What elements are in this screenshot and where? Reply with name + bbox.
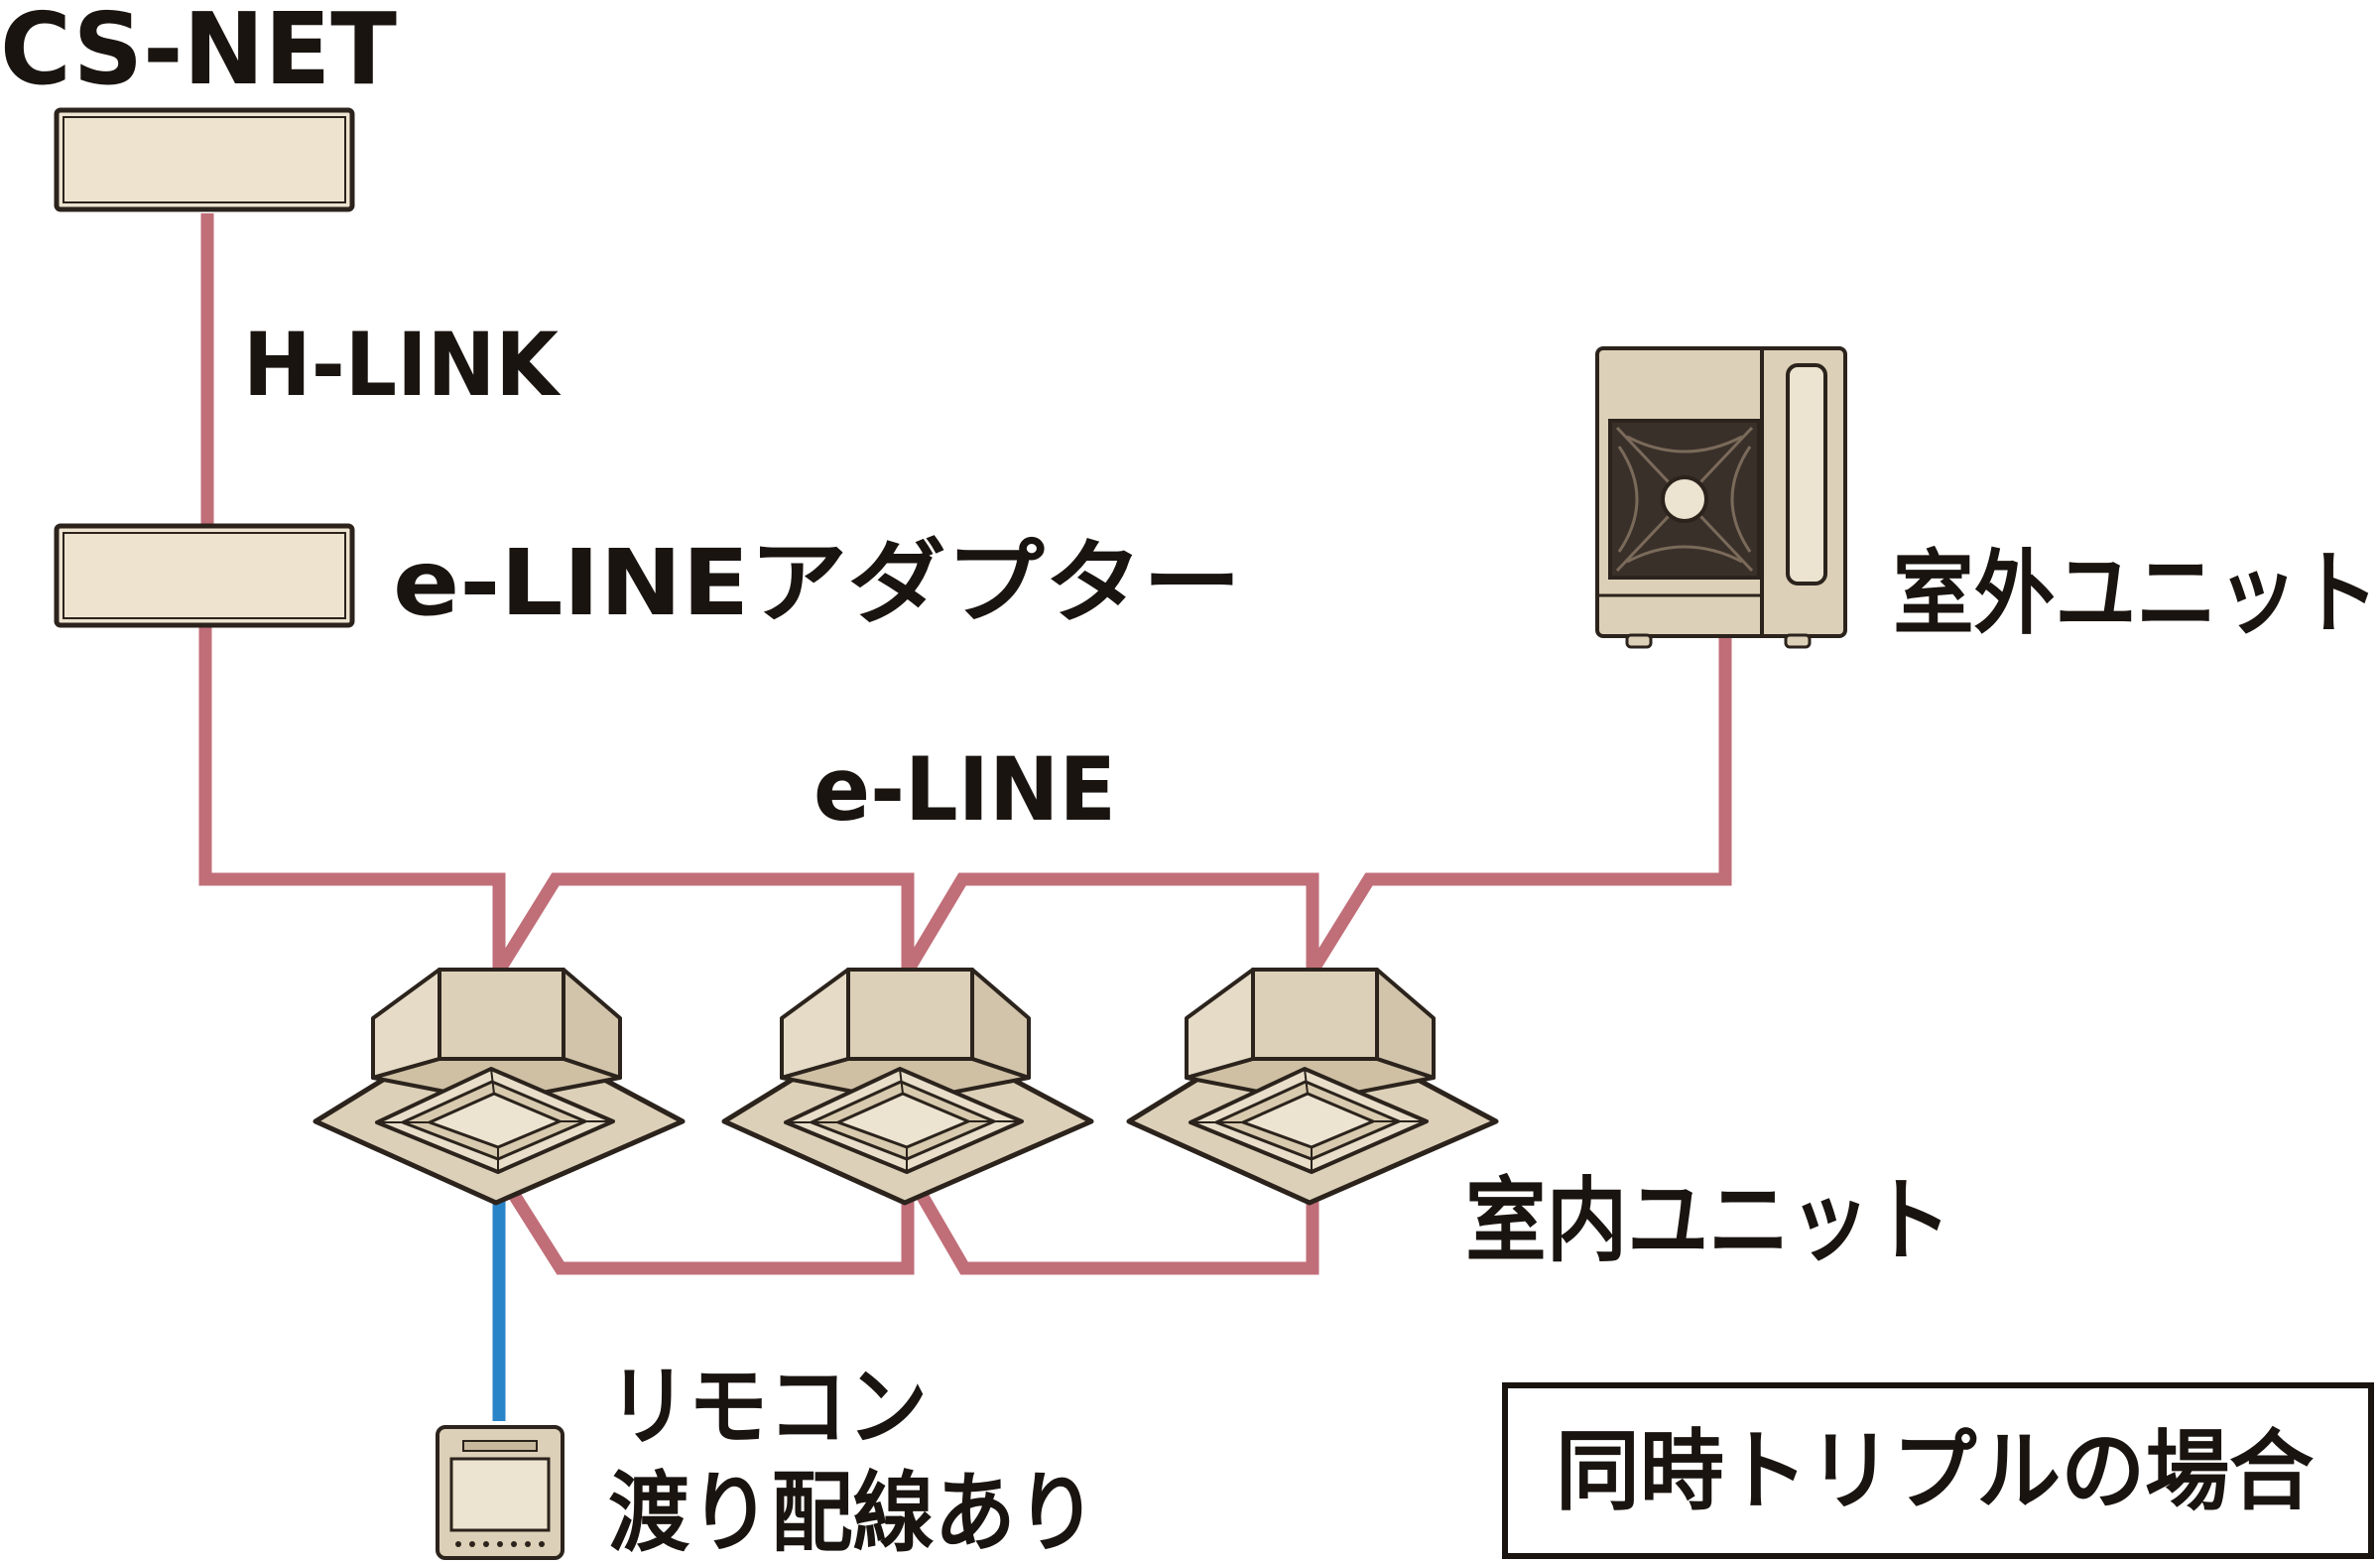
cs-net-controller-icon	[54, 107, 355, 212]
indoor-unit-1-icon	[315, 970, 683, 1203]
remote-controller-icon	[436, 1425, 564, 1560]
e-line-wiring	[198, 626, 1732, 1275]
adapter-label: e-LINEアダプター	[393, 530, 1241, 636]
indoor-unit-3-icon	[1129, 970, 1496, 1203]
case-label: 同時トリプルの場合	[1556, 1420, 2314, 1522]
cs-net-label: CS-NET	[0, 0, 397, 107]
case-box	[1502, 1382, 2374, 1559]
outdoor-unit-icon	[1595, 346, 1847, 649]
outdoor-unit-label: 室外ユニット	[1893, 541, 2379, 647]
e-line-label: e-LINE	[814, 738, 1116, 841]
remote-label-line2: 渡り配線あり	[608, 1462, 1097, 1563]
indoor-unit-2-icon	[724, 970, 1091, 1203]
e-line-adapter-icon	[54, 523, 355, 628]
h-link-label: H-LINK	[243, 314, 562, 416]
indoor-unit-label: 室内ユニット	[1465, 1168, 1951, 1274]
remote-label-line1: リモコン	[608, 1356, 928, 1458]
